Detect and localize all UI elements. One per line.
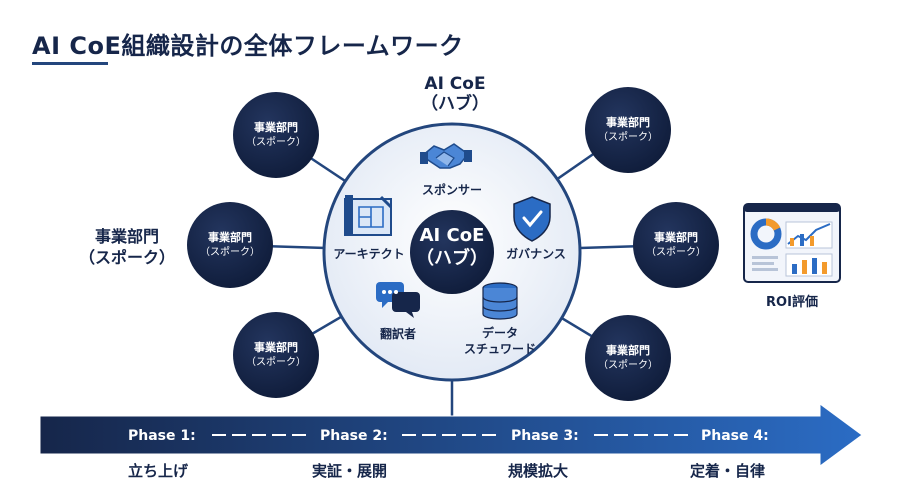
phase-2-name: 実証・展開	[312, 462, 388, 480]
spoke-label-line2: （スポーク）	[78, 248, 175, 267]
hub-center-text: AI CoE （ハブ）	[407, 224, 497, 270]
roi-label: ROI評価	[766, 295, 818, 310]
spoke-node-line1: 事業部門	[654, 231, 698, 244]
hub-title: AI CoE （ハブ）	[400, 74, 510, 114]
spoke-node-text-bottom-left: 事業部門 （スポーク）	[243, 340, 309, 370]
hub-center-node	[410, 210, 494, 294]
spoke-node-line1: 事業部門	[254, 341, 298, 354]
spoke-label: 事業部門 （スポーク）	[72, 226, 182, 268]
spoke-node-line1: 事業部門	[606, 344, 650, 357]
spoke-node-line2: （スポーク）	[200, 247, 260, 258]
phase-4-name: 定着・自律	[690, 462, 766, 480]
phase-4-label: Phase 4:	[701, 428, 769, 444]
shield-icon	[513, 196, 551, 242]
hub-center-line2: （ハブ）	[416, 248, 488, 269]
spoke-label-line1: 事業部門	[94, 227, 159, 246]
spoke-node-line1: 事業部門	[208, 231, 252, 244]
role-sponsor: スポンサー	[421, 183, 482, 197]
page-title: AI CoE組織設計の全体フレームワーク	[32, 32, 464, 60]
hub-title-line2: （ハブ）	[421, 94, 489, 114]
role-translator: 翻訳者	[379, 327, 416, 341]
role-architect: アーキテクト	[333, 247, 405, 261]
spoke-node-line1: 事業部門	[254, 121, 298, 134]
phase-1-label: Phase 1:	[128, 428, 196, 444]
spoke-node-line2: （スポーク）	[598, 360, 658, 371]
phase-1-name: 立ち上げ	[128, 462, 189, 480]
role-data-steward-line1: データ	[481, 326, 518, 340]
spoke-node-bottom-left	[233, 312, 319, 398]
spoke-node-line2: （スポーク）	[598, 132, 658, 143]
spoke-node-text-mid-right: 事業部門 （スポーク）	[643, 230, 709, 260]
title-underline	[32, 62, 108, 65]
database-icon	[482, 282, 518, 320]
hub-title-line1: AI CoE	[424, 74, 486, 94]
spoke-node-line1: 事業部門	[606, 116, 650, 129]
spoke-node-mid-left	[187, 202, 273, 288]
handshake-icon	[420, 143, 472, 169]
timeline-arrow	[39, 403, 863, 467]
spoke-node-bottom-right	[585, 315, 671, 401]
spoke-node-top-left	[233, 92, 319, 178]
spoke-node-line2: （スポーク）	[246, 357, 306, 368]
roi-dashboard-icon	[743, 203, 841, 283]
phase-3-name: 規模拡大	[508, 462, 569, 480]
blueprint-icon	[344, 195, 393, 236]
spoke-node-mid-right	[633, 202, 719, 288]
spoke-node-text-mid-left: 事業部門 （スポーク）	[197, 230, 263, 260]
spoke-node-text-top-left: 事業部門 （スポーク）	[243, 120, 309, 150]
spoke-node-text-top-right: 事業部門 （スポーク）	[595, 115, 661, 145]
role-data-steward: データ スチュワード	[452, 325, 548, 357]
role-data-steward-line2: スチュワード	[463, 342, 536, 356]
hub-center-line1: AI CoE	[419, 225, 485, 246]
spoke-node-top-right	[585, 87, 671, 173]
spoke-node-line2: （スポーク）	[646, 247, 706, 258]
phase-2-label: Phase 2:	[320, 428, 388, 444]
role-governance: ガバナンス	[506, 247, 566, 261]
spoke-node-text-bottom-right: 事業部門 （スポーク）	[595, 343, 661, 373]
chat-bubbles-icon	[376, 282, 420, 318]
spoke-node-line2: （スポーク）	[246, 137, 306, 148]
phase-3-label: Phase 3:	[511, 428, 579, 444]
spoke-nodes	[187, 87, 719, 401]
